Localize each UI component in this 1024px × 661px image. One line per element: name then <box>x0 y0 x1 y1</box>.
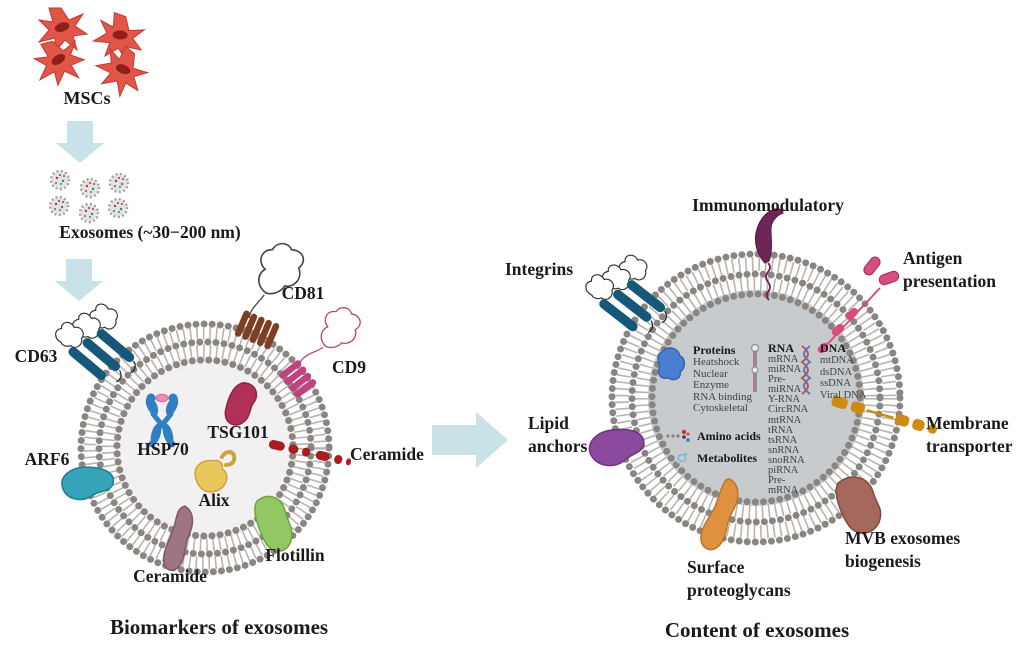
list-item: Y-RNA <box>768 394 801 406</box>
list-item: tRNA <box>768 424 794 436</box>
content-exosome-membrane <box>608 250 904 546</box>
alix-label: Alix <box>198 490 230 510</box>
immunomodulatory-protein <box>754 208 784 301</box>
arf6-protein <box>61 466 115 501</box>
list-item: Heatshock <box>693 356 740 368</box>
dna-header: DNA <box>820 341 846 355</box>
surface-proteoglycans-label: Surface proteoglycans <box>687 556 791 602</box>
list-item: CircRNA <box>768 404 809 416</box>
lipid-line1: Lipid <box>528 413 569 433</box>
membrane-transporter-protein <box>831 395 938 434</box>
dna-helix-icon <box>800 345 812 395</box>
proteins-header: Proteins <box>693 343 736 357</box>
hsp70-protein <box>145 393 179 448</box>
membrane-line2: transporter <box>926 436 1013 456</box>
list-item: Viral DNA <box>820 389 867 401</box>
exosomes-size-label: Exosomes (~30−200 nm) <box>59 222 241 242</box>
msc-label: MSCs <box>63 88 111 108</box>
rna-list: mRNA miRNA Pre- miRNA Y-RNA CircRNA mtRN… <box>768 354 809 497</box>
surface-line2: proteoglycans <box>687 580 791 600</box>
cd63-label: CD63 <box>14 346 58 366</box>
antigen-presentation-label: Antigen presentation <box>903 247 996 293</box>
hsp70-label: HSP70 <box>137 439 189 459</box>
arf6-label: ARF6 <box>24 449 70 469</box>
list-item: mtDNA <box>820 355 854 366</box>
lipid-anchors-protein <box>588 428 645 467</box>
lipid-line2: anchors <box>528 436 588 456</box>
list-item: mRNA <box>768 354 799 365</box>
rna-hairpin-icon <box>750 343 760 392</box>
list-item: mtRNA <box>768 414 802 426</box>
list-item: mRNA <box>768 485 799 497</box>
proteins-list: Heatshock Nuclear Enzyme RNA binding Cyt… <box>693 356 752 415</box>
ceramide-bottom-protein <box>162 505 194 571</box>
flotillin-protein <box>254 495 293 552</box>
list-item: Nuclear <box>693 367 728 380</box>
cd9-protein <box>279 307 361 398</box>
ceramide-membrane-label: Ceramide <box>350 444 424 464</box>
ceramide-bottom-label: Ceramide <box>133 566 207 586</box>
cd9-label: CD9 <box>331 357 367 377</box>
cd81-label: CD81 <box>281 283 325 303</box>
list-item: ssDNA <box>820 378 851 389</box>
mvb-line1: MVB exosomes <box>845 528 961 548</box>
proteins-blob-icon <box>657 347 686 381</box>
integrins-label: Integrins <box>504 259 574 279</box>
antigen-presentation-protein <box>817 256 900 354</box>
metabolites-label: Metabolites <box>697 451 757 465</box>
arrow-msc-to-exosomes <box>56 121 104 163</box>
biomarkers-title: Biomarkers of exosomes <box>109 615 329 639</box>
rna-header: RNA <box>768 341 794 355</box>
content-title: Content of exosomes <box>664 618 850 642</box>
cd81-protein <box>234 242 305 350</box>
membrane-transporter-label: Membrane transporter <box>926 412 1013 458</box>
list-item: snRNA <box>768 444 800 456</box>
list-item: Cytoskeletal <box>693 402 748 415</box>
exosome-particles <box>48 169 130 224</box>
ceramide-membrane-protein <box>268 440 352 466</box>
list-item: dsDNA <box>820 366 853 378</box>
list-item: Pre- <box>768 475 786 487</box>
membrane-line1: Membrane <box>926 413 1009 433</box>
lipid-anchors-label: Lipid anchors <box>528 412 587 458</box>
list-item: piRNA <box>768 465 799 477</box>
tsg101-protein <box>224 382 258 426</box>
metabolites-icon <box>676 452 688 464</box>
list-item: snoRNA <box>768 454 805 466</box>
list-item: RNA binding <box>693 390 752 403</box>
flotillin-label: Flotillin <box>265 545 325 565</box>
list-item: tsRNA <box>768 434 798 446</box>
mvb-biogenesis-protein <box>835 476 882 534</box>
arrow-exosomes-to-circle <box>55 259 103 301</box>
amino-acids-label: Amino acids <box>697 429 761 443</box>
alix-protein <box>194 450 237 493</box>
surface-proteoglycans-protein <box>700 478 739 551</box>
dna-list: mtDNA dsDNA ssDNA Viral DNA <box>820 355 866 401</box>
surface-line1: Surface <box>687 557 745 577</box>
mvb-line2: biogenesis <box>845 551 921 571</box>
amino-acids-icon <box>666 429 690 442</box>
list-item: miRNA <box>768 384 802 396</box>
tsg101-label: TSG101 <box>207 422 269 442</box>
mvb-biogenesis-label: MVB exosomes biogenesis <box>845 527 960 573</box>
list-item: Enzyme <box>693 379 730 392</box>
arrow-biomarkers-to-content <box>432 412 508 468</box>
immunomodulatory-label: Immunomodulatory <box>692 195 844 215</box>
antigen-line1: Antigen <box>903 248 963 268</box>
integrins-protein <box>581 242 686 344</box>
list-item: Pre- <box>768 374 786 386</box>
antigen-line2: presentation <box>903 271 997 291</box>
list-item: miRNA <box>768 364 802 376</box>
